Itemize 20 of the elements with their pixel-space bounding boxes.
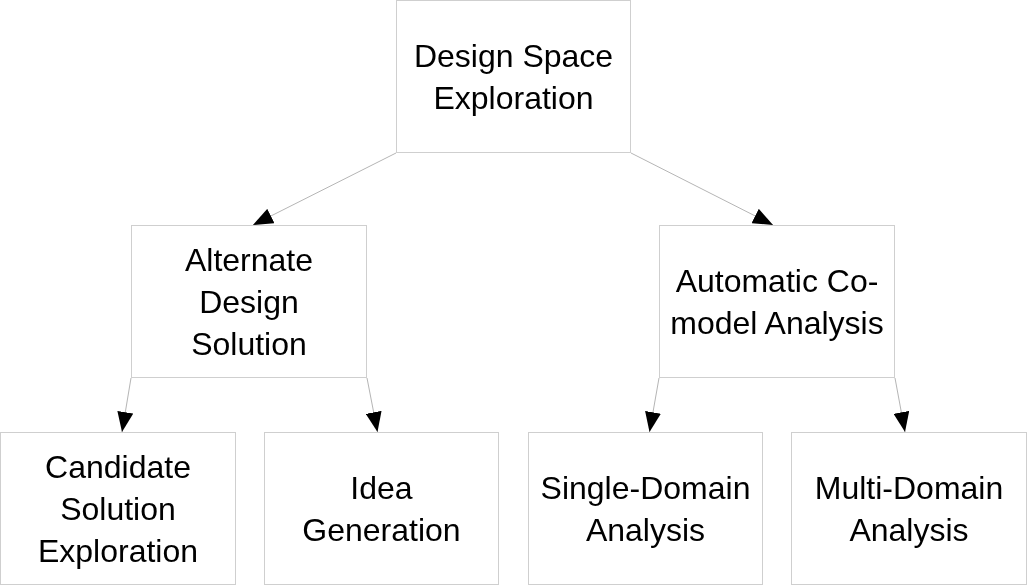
arrow xyxy=(893,377,910,433)
arrow xyxy=(645,377,661,433)
process-box xyxy=(0,432,236,585)
process-box xyxy=(659,225,895,378)
process-box xyxy=(396,0,631,153)
arrow xyxy=(117,377,134,433)
box-label: Candidate Solution Exploration xyxy=(36,447,200,571)
box-label: Idea Generation xyxy=(301,468,462,550)
process-box xyxy=(264,432,499,585)
process-box xyxy=(791,432,1027,585)
box-label: Single-Domain Analysis xyxy=(539,468,752,550)
box-label: Multi-Domain Analysis xyxy=(813,468,1005,550)
process-box xyxy=(528,432,763,585)
box-label: Design Space Exploration xyxy=(412,36,615,118)
box-label: Alternate Design Solution xyxy=(183,240,315,364)
arrow xyxy=(252,152,397,226)
process-box xyxy=(131,225,367,378)
box-label: Automatic Co-model Analysis xyxy=(669,261,885,343)
arrow xyxy=(630,152,774,226)
arrow xyxy=(365,377,382,433)
